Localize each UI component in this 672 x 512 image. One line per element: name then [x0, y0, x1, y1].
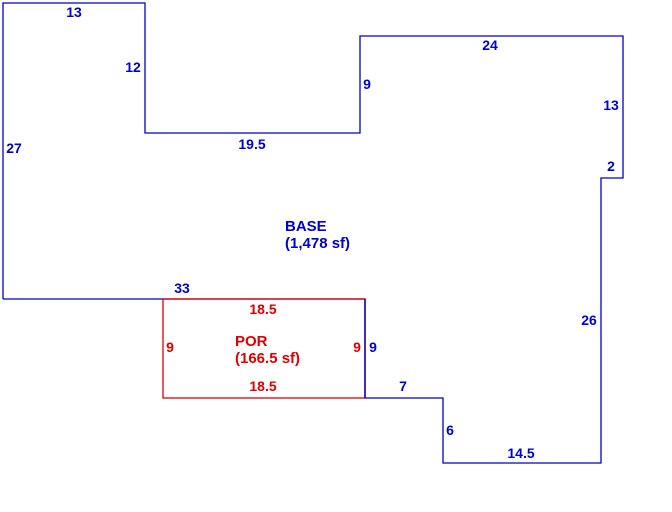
base-dim-6: 6	[446, 422, 454, 438]
porch-dim-left: 9	[166, 339, 174, 355]
base-dim-26: 26	[581, 312, 597, 328]
base-dim-33: 33	[174, 280, 190, 296]
base-dim-12: 12	[125, 59, 141, 75]
base-dim-27: 27	[6, 140, 22, 156]
base-dim-13-right: 13	[603, 97, 619, 113]
porch-dim-bottom: 18.5	[249, 378, 276, 394]
porch-dim-right: 9	[353, 339, 361, 355]
base-dim-7: 7	[399, 378, 407, 394]
porch-dim-top: 18.5	[249, 301, 276, 317]
base-dim-24: 24	[482, 37, 498, 53]
base-dim-13-top: 13	[66, 4, 82, 20]
base-area: (1,478 sf)	[285, 235, 350, 252]
base-dim-9-lower: 9	[369, 339, 377, 355]
base-outline	[2, 2, 624, 464]
base-dim-9-upper: 9	[363, 76, 371, 92]
base-dim-14-5: 14.5	[507, 445, 534, 461]
base-label: BASE	[285, 218, 327, 235]
base-dim-19-5: 19.5	[238, 136, 265, 152]
porch-label: POR	[235, 333, 268, 350]
base-dim-2: 2	[607, 158, 615, 174]
porch-area: (166.5 sf)	[235, 350, 300, 367]
